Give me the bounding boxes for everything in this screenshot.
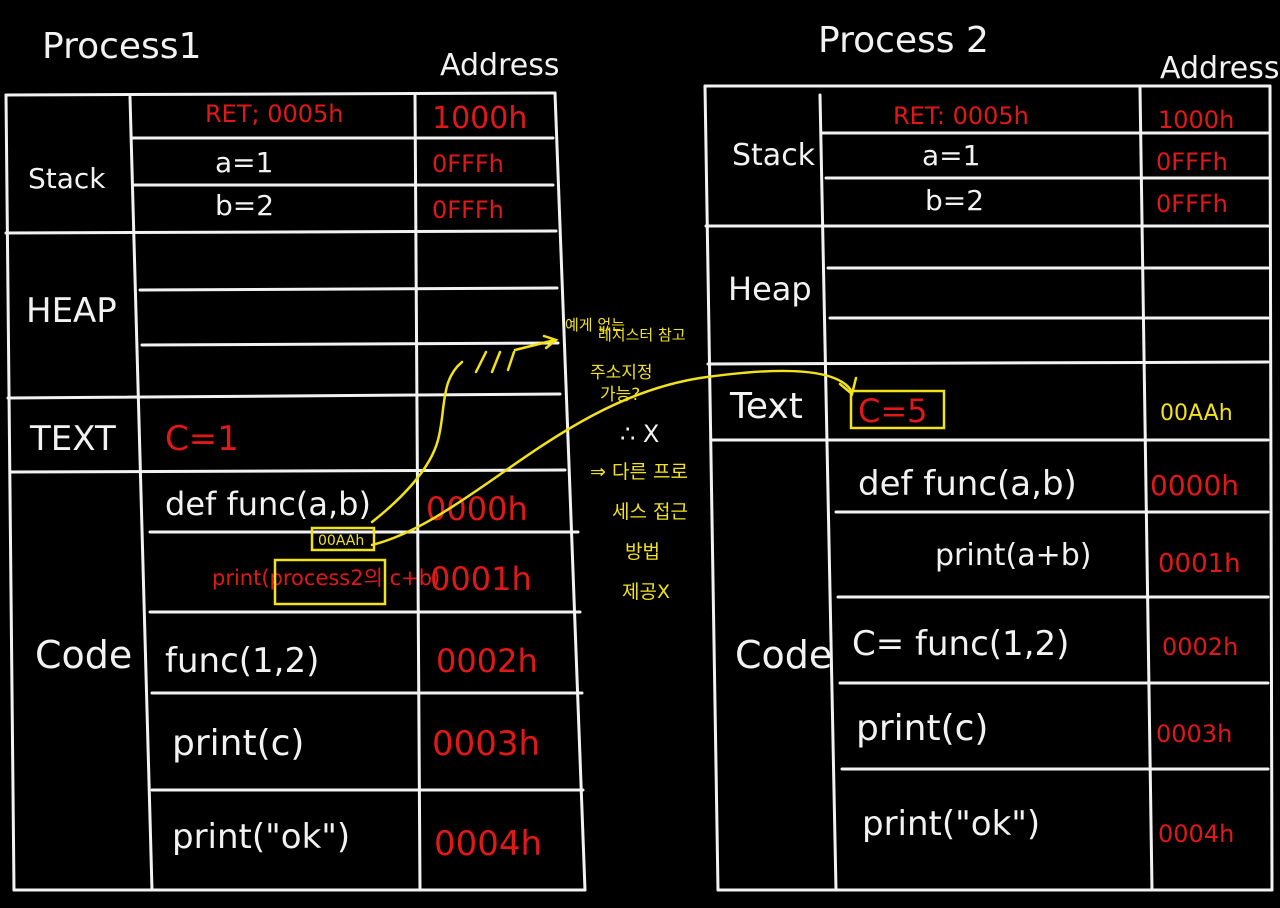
p1-heap-label: HEAP (26, 291, 117, 331)
p1-code-addr-1: 0000h (426, 490, 528, 528)
p1-code-row-1: def func(a,b) (165, 485, 371, 523)
note4-line4: 제공X (622, 581, 670, 603)
p2-code-addr-2: 0001h (1158, 549, 1241, 579)
note4-line1: ⇒ 다른 프로 (590, 461, 688, 483)
p1-code-addr-3: 0002h (436, 642, 538, 680)
p2-code-addr-3: 0002h (1162, 633, 1238, 661)
p2-text-value-box (849, 389, 946, 430)
p2-stack-row-1: RET: 0005h (893, 102, 1029, 130)
p2-code-addr-5: 0004h (1158, 820, 1234, 848)
arrow-from-pointer-up (370, 360, 464, 524)
p2-stack-row-3: b=2 (925, 184, 984, 217)
p2-code-row-5: print("ok") (862, 804, 1040, 844)
note2-line2: 가능? (600, 385, 640, 405)
p1-stack-row-1: RET; 0005h (205, 100, 344, 128)
note2-line1: 주소지정 (590, 363, 653, 383)
note4-line2: 세스 접근 (612, 501, 688, 523)
p2-code-addr-4: 0003h (1156, 720, 1232, 748)
p2-text-label: Text (729, 386, 803, 427)
p2-stack-label: Stack (732, 138, 816, 173)
arrow-to-process2-text-head (838, 376, 858, 397)
p1-code-row-4: print(c) (172, 723, 304, 764)
p1-stack-label: Stack (28, 162, 106, 195)
p2-code-row-3: C= func(1,2) (852, 624, 1069, 664)
p1-stack-addr-2: 0FFFh (432, 150, 504, 178)
p2-text-value: C=5 (858, 392, 928, 430)
process2-table-grid (703, 84, 1274, 892)
p2-stack-row-2: a=1 (922, 139, 980, 172)
note1-line2: 레지스터 참고 (598, 326, 686, 344)
p2-code-addr-1: 0000h (1150, 469, 1239, 502)
p1-code-row-5: print("ok") (172, 817, 350, 857)
p2-heap-label: Heap (728, 270, 812, 308)
p2-text-address: 00AAh (1160, 401, 1233, 426)
process1-title: Process1 (42, 26, 201, 67)
p1-code-addr-4: 0003h (432, 724, 540, 764)
p1-text-value: C=1 (165, 419, 239, 459)
p1-stack-addr-1: 1000h (432, 101, 527, 136)
p1-stack-row-3: b=2 (215, 189, 274, 222)
p1-code-addr-2: 0001h (430, 560, 532, 598)
process1-address-header: Address (440, 48, 559, 83)
yellow-arrows (370, 334, 858, 547)
process2-address-header: Address (1160, 51, 1279, 86)
p2-stack-addr-2: 0FFFh (1156, 148, 1228, 176)
note1-line1: 예게 없는 (565, 316, 625, 334)
arrow-to-note-tip (542, 334, 559, 350)
p1-stack-addr-3: 0FFFh (432, 196, 504, 224)
p1-stack-row-2: a=1 (215, 146, 273, 179)
process1-table-grid (4, 91, 587, 892)
p2-stack-addr-1: 1000h (1158, 106, 1234, 134)
p2-code-row-4: print(c) (856, 708, 988, 749)
arrow-to-process2-text (370, 369, 854, 547)
arrow-to-note-head (474, 338, 557, 374)
p1-code-label: Code (35, 633, 132, 677)
p1-code-addr-5: 0004h (434, 824, 542, 864)
note3: ∴ X (620, 420, 659, 448)
p1-pointer-box (310, 526, 376, 552)
p1-code-row-3: func(1,2) (165, 641, 319, 681)
p1-process2-ref-box (273, 558, 387, 606)
p2-code-row-1: def func(a,b) (858, 464, 1077, 504)
process2-title: Process 2 (818, 20, 989, 61)
note4-line3: 방법 (625, 541, 660, 563)
p2-stack-addr-3: 0FFFh (1156, 190, 1228, 218)
p1-text-label: TEXT (29, 419, 116, 459)
p2-code-row-2: print(a+b) (935, 538, 1091, 573)
p1-code-row-2: print(process2의 c+b) (212, 566, 440, 590)
p1-pointer-box-label: 00AAh (318, 533, 364, 549)
p2-code-label: Code (735, 633, 832, 677)
